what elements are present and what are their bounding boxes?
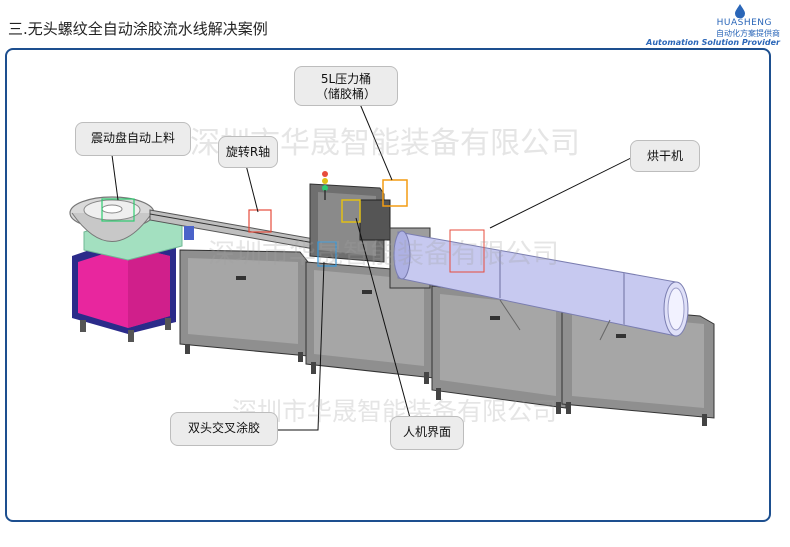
marker-glue-head	[341, 199, 361, 223]
marker-rotary-axis	[248, 209, 272, 233]
machine-cabinet-3	[431, 285, 567, 414]
marker-dryer-entry	[449, 229, 485, 273]
callout-rotary-axis: 旋转R轴	[218, 136, 278, 168]
callout-vibration-bowl: 震动盘自动上料	[75, 122, 191, 156]
leader-cross-glue	[276, 261, 325, 431]
leader-dryer	[489, 154, 638, 229]
marker-cross-glue	[317, 241, 337, 267]
logo-tagline-en: Automation Solution Provider	[646, 38, 780, 47]
company-logo: HUASHENG 自动化方案提供商 Automation Solution Pr…	[642, 4, 782, 48]
logo-brand: HUASHENG	[716, 18, 772, 28]
vibration-feeder-unit	[69, 196, 183, 342]
leader-vibration-bowl	[111, 154, 119, 201]
callout-cross-glue: 双头交叉涂胶	[170, 412, 278, 446]
water-drop-icon	[735, 4, 745, 18]
leader-hmi	[355, 217, 411, 419]
machine-cabinet-2	[305, 261, 435, 384]
callout-dryer: 烘干机	[630, 140, 700, 172]
leader-pressure-tank	[359, 103, 393, 181]
marker-pressure-tank	[382, 179, 408, 207]
callout-pressure-tank: 5L压力桶 （储胶桶）	[294, 66, 398, 106]
content-frame	[5, 48, 771, 522]
machine-cabinet-1	[179, 249, 309, 362]
page-title: 三.无头螺纹全自动涂胶流水线解决案例	[8, 20, 268, 38]
dryer-tube	[393, 230, 689, 341]
callout-hmi: 人机界面	[390, 416, 464, 450]
logo-tagline-cn: 自动化方案提供商	[716, 29, 780, 38]
leader-rotary-axis	[245, 164, 259, 213]
